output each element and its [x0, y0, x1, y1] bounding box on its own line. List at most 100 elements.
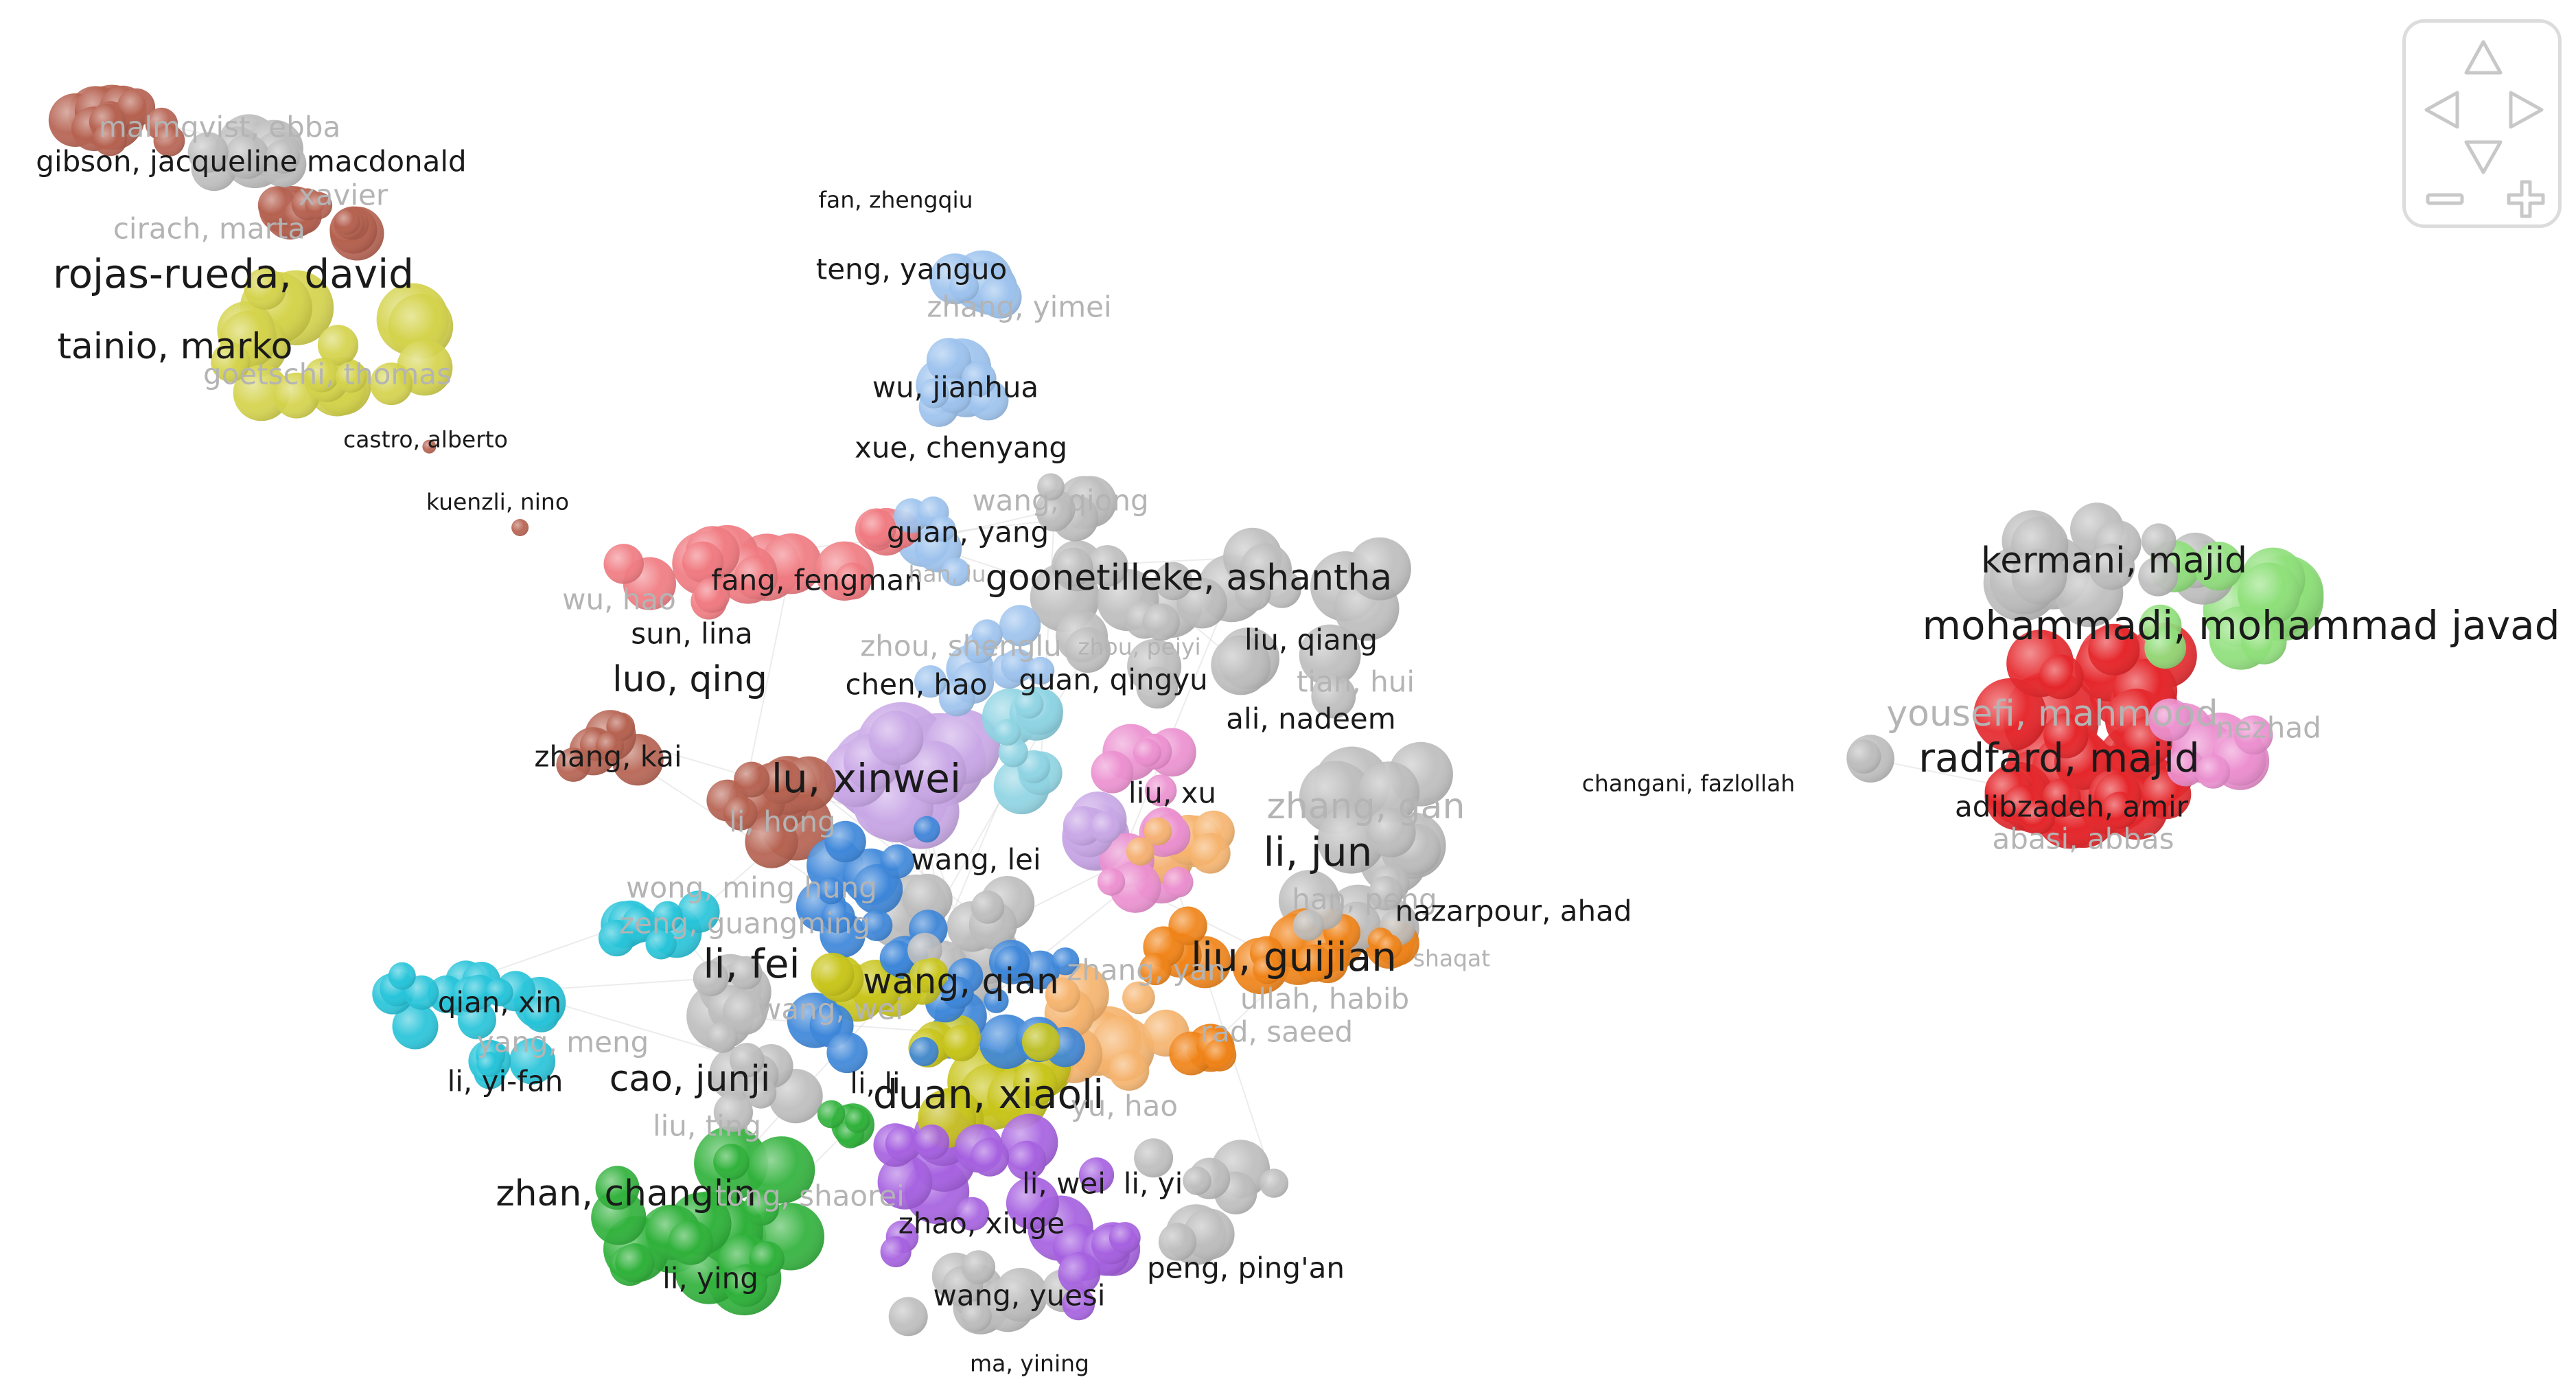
author-label[interactable]: liu, xu [1128, 776, 1216, 810]
author-label[interactable]: yang, meng [477, 1026, 649, 1059]
author-node[interactable] [1348, 537, 1411, 601]
author-label[interactable]: wang, lei [911, 843, 1041, 877]
author-node[interactable] [485, 978, 513, 1006]
author-node[interactable] [949, 272, 979, 301]
author-label[interactable]: kermani, majid [1981, 540, 2247, 581]
author-node[interactable] [1253, 955, 1282, 984]
author-node[interactable] [93, 122, 128, 157]
author-label[interactable]: wu, hao [562, 583, 676, 616]
author-node[interactable] [1036, 496, 1072, 532]
author-label[interactable]: tainio, marko [58, 326, 293, 367]
author-label[interactable]: wu, jianhua [872, 371, 1038, 404]
author-node[interactable] [1973, 678, 2047, 752]
author-node[interactable] [971, 619, 1003, 651]
author-node[interactable] [941, 557, 971, 586]
author-label[interactable]: li, ying [662, 1262, 758, 1295]
author-node[interactable] [652, 901, 683, 932]
author-node[interactable] [749, 1241, 785, 1277]
author-node[interactable] [994, 945, 1030, 982]
author-node[interactable] [524, 996, 559, 1032]
author-label[interactable]: zeng, guangming [619, 907, 870, 940]
author-node[interactable] [734, 761, 770, 798]
author-node[interactable] [1211, 635, 1271, 695]
author-node[interactable] [1078, 1157, 1115, 1193]
author-node[interactable] [1109, 1222, 1141, 1254]
author-label[interactable]: yousefi, mahmood [1886, 693, 2218, 735]
author-label[interactable]: zhang, yimei [927, 290, 1111, 324]
author-node[interactable] [713, 1092, 753, 1132]
author-label[interactable]: castro, alberto [343, 426, 508, 453]
author-label[interactable]: mohammadi, mohammad javad [1922, 602, 2560, 649]
author-node[interactable] [1846, 739, 1881, 774]
author-node[interactable] [668, 1220, 713, 1265]
author-label[interactable]: xavier [299, 178, 388, 212]
author-label[interactable]: li, jun [1264, 829, 1373, 875]
author-node[interactable] [1014, 689, 1044, 719]
author-label[interactable]: li, fei [703, 940, 800, 987]
author-node[interactable] [916, 958, 949, 990]
author-node[interactable] [722, 990, 767, 1035]
author-node[interactable] [388, 962, 416, 990]
author-label[interactable]: lu, xinwei [771, 755, 961, 802]
author-node[interactable] [1142, 603, 1180, 641]
author-label[interactable]: han, peng [1292, 883, 1437, 916]
author-node[interactable] [888, 1297, 928, 1337]
author-node[interactable] [826, 1032, 868, 1074]
author-node[interactable] [1097, 868, 1126, 896]
author-label[interactable]: li, wei [1022, 1167, 1106, 1201]
author-node[interactable] [305, 358, 339, 393]
author-label[interactable]: li, yi [1124, 1167, 1183, 1201]
author-node[interactable] [903, 741, 966, 805]
author-node[interactable] [1295, 944, 1333, 982]
author-node[interactable] [942, 1024, 980, 1062]
author-label[interactable]: kuenzli, nino [426, 489, 569, 516]
author-node[interactable] [1122, 981, 1155, 1015]
author-node[interactable] [1126, 837, 1154, 866]
author-node[interactable] [1136, 667, 1179, 709]
author-node[interactable] [2020, 800, 2056, 835]
author-node[interactable] [1133, 738, 1161, 767]
author-node[interactable] [1090, 811, 1122, 843]
author-label[interactable]: fang, fengman [711, 564, 923, 597]
author-label[interactable]: sun, lina [631, 617, 753, 651]
author-node[interactable] [2043, 713, 2089, 759]
author-node[interactable] [1235, 575, 1271, 612]
author-node[interactable] [1144, 817, 1172, 846]
author-node[interactable] [730, 1043, 765, 1078]
author-node[interactable] [961, 361, 997, 397]
author-node[interactable] [999, 605, 1041, 647]
author-node[interactable] [1026, 656, 1055, 685]
author-node[interactable] [1006, 1177, 1059, 1230]
author-label[interactable]: li, yi-fan [448, 1065, 564, 1098]
author-node[interactable] [2196, 754, 2231, 789]
author-node[interactable] [2233, 715, 2273, 754]
pan-left-icon[interactable] [2418, 86, 2466, 134]
author-node[interactable] [1058, 1251, 1101, 1295]
author-node[interactable] [724, 1264, 767, 1307]
author-node[interactable] [1045, 977, 1080, 1013]
author-node[interactable] [1183, 1166, 1211, 1195]
author-node[interactable] [817, 877, 845, 905]
author-node[interactable] [1183, 1208, 1235, 1260]
author-label[interactable]: ma, yining [970, 1350, 1089, 1377]
author-node[interactable] [370, 362, 413, 406]
author-node[interactable] [1163, 866, 1194, 898]
author-node[interactable] [1037, 473, 1065, 501]
author-label[interactable]: li, li [850, 1067, 900, 1100]
author-label[interactable]: ali, nadeem [1226, 702, 1395, 736]
author-node[interactable] [2141, 523, 2177, 559]
author-label[interactable]: liu, qiang [1244, 623, 1378, 657]
author-node[interactable] [117, 88, 156, 127]
author-node[interactable] [955, 1197, 990, 1231]
author-node[interactable] [844, 1107, 870, 1133]
author-node[interactable] [645, 928, 677, 960]
author-label[interactable]: liu, guijian [1191, 934, 1397, 980]
author-node[interactable] [422, 439, 437, 454]
author-node[interactable] [1376, 934, 1402, 960]
author-label[interactable]: fan, zhengqiu [818, 187, 973, 213]
author-node[interactable] [1087, 545, 1128, 587]
author-node[interactable] [2237, 562, 2301, 625]
author-node[interactable] [926, 338, 971, 383]
